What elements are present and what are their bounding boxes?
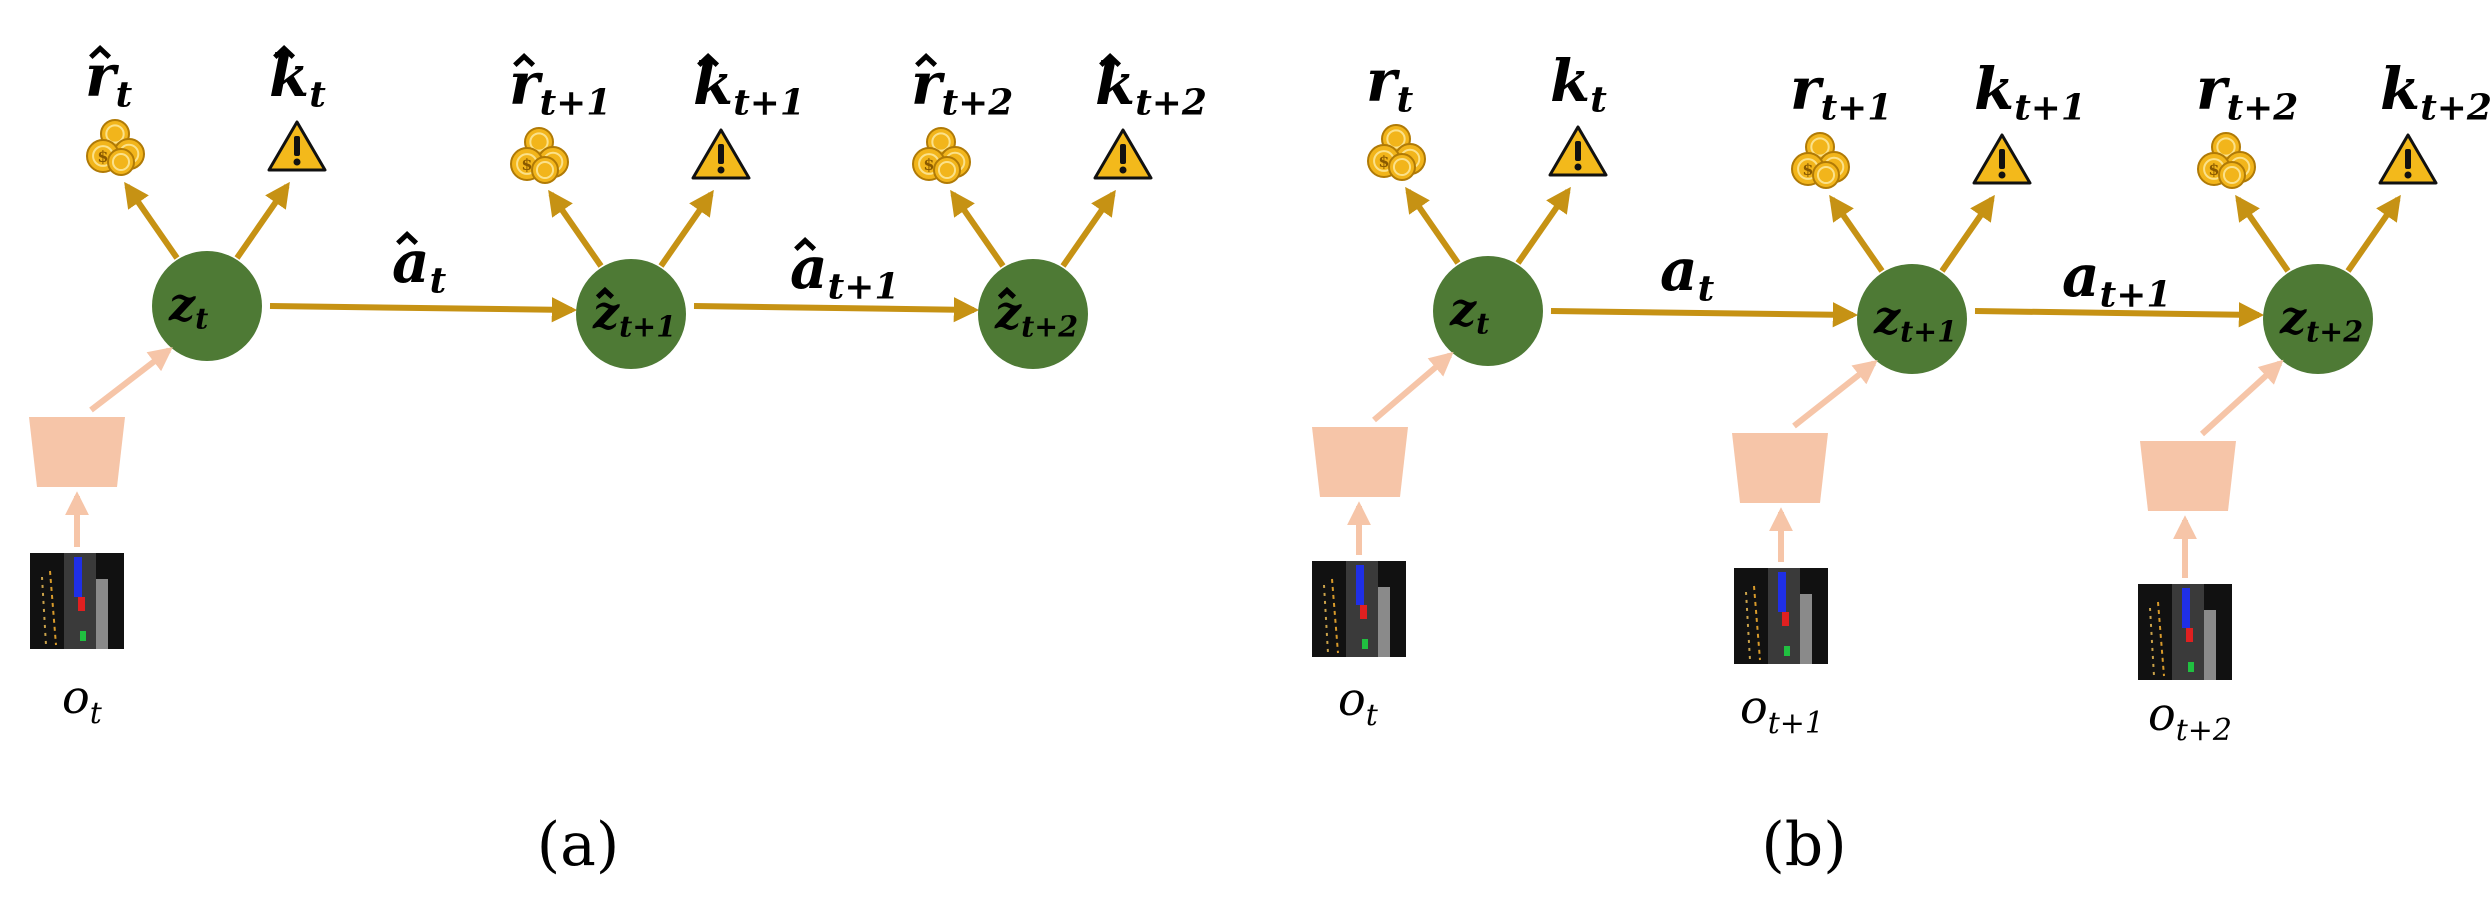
svg-text:$: $ — [521, 155, 532, 174]
observation-label-1-2: ot+2 — [2148, 687, 2232, 748]
latent-node-0-2 — [978, 259, 1088, 369]
panel-caption-1: (b) — [1761, 810, 1846, 880]
svg-text:at+1: at+1 — [2062, 242, 2171, 315]
warning-triangle-icon-1-0 — [1548, 125, 1608, 177]
svg-text:kt+1: kt+1 — [1974, 55, 2086, 128]
svg-text:$: $ — [1378, 152, 1389, 171]
transition-arrow-1-0 — [1550, 302, 1859, 328]
reward-arrow-1-1 — [1829, 194, 1885, 273]
reward-label-0-1: rt+1 — [509, 50, 611, 123]
observation-label-1-0: ot — [1338, 672, 1379, 733]
latent-label-1-2: zt+2 — [2279, 290, 2363, 348]
coin-stack-icon-0-0: $ — [86, 119, 145, 176]
cost-label-1-0: kt — [1550, 47, 1607, 120]
warning-triangle-icon-0-1 — [691, 128, 751, 180]
latent-node-0-1 — [576, 259, 686, 369]
svg-text:at: at — [1660, 236, 1715, 309]
svg-text:zt+2: zt+2 — [2279, 290, 2363, 348]
cost-arrow-0-2 — [1060, 189, 1116, 268]
action-label-1-1: at+1 — [2062, 242, 2171, 315]
encoder-1-0 — [1312, 427, 1408, 497]
cost-arrow-0-0 — [234, 181, 290, 260]
reward-label-1-0: rt — [1366, 47, 1414, 120]
warning-triangle-icon-1-1 — [1972, 133, 2032, 185]
transition-arrow-0-0 — [269, 297, 578, 323]
panel-caption-0: (a) — [537, 810, 620, 880]
latent-node-1-1 — [1857, 264, 1967, 374]
encode-arrow-1-0 — [1372, 351, 1454, 423]
svg-text:$: $ — [923, 155, 934, 174]
svg-text:at+1: at+1 — [790, 234, 899, 307]
latent-label-0-0: zt — [168, 277, 208, 335]
observation-label-1-1: ot+1 — [1740, 680, 1824, 741]
svg-text:rt+2: rt+2 — [2196, 55, 2298, 128]
coin-stack-icon-1-2: $ — [2197, 132, 2256, 189]
cost-label-1-2: kt+2 — [2380, 55, 2490, 128]
latent-node-1-0 — [1433, 256, 1543, 366]
observation-image-0-0 — [30, 553, 124, 649]
latent-label-1-1: zt+1 — [1873, 290, 1957, 348]
action-label-0-0: at — [392, 228, 447, 301]
cost-arrow-1-1 — [1939, 194, 1995, 273]
cost-arrow-1-2 — [2345, 194, 2401, 273]
reward-label-1-1: rt+1 — [1790, 55, 1892, 128]
reward-arrow-0-0 — [124, 181, 180, 260]
latent-label-0-1: zt+1 — [592, 285, 676, 343]
warning-triangle-icon-1-2 — [2378, 133, 2438, 185]
coin-stack-icon-0-2: $ — [912, 127, 971, 184]
cost-label-1-1: kt+1 — [1974, 55, 2086, 128]
svg-text:$: $ — [97, 147, 108, 166]
reward-arrow-0-2 — [950, 189, 1006, 268]
transition-arrow-1-1 — [1974, 302, 2265, 328]
cost-label-0-1: kt+1 — [693, 50, 805, 123]
reward-arrow-1-0 — [1405, 186, 1461, 265]
svg-text:kt+2: kt+2 — [2380, 55, 2490, 128]
coin-stack-icon-1-0: $ — [1367, 124, 1426, 181]
action-label-1-0: at — [1660, 236, 1715, 309]
encode-arrow-1-2 — [2199, 359, 2284, 437]
encoder-0-0 — [29, 417, 125, 487]
latent-label-1-0: zt — [1449, 282, 1489, 340]
observation-image-1-2 — [2138, 584, 2232, 680]
reward-label-0-0: rt — [85, 42, 133, 115]
reward-label-1-2: rt+2 — [2196, 55, 2298, 128]
svg-text:rt+1: rt+1 — [1790, 55, 1892, 128]
coin-stack-icon-0-1: $ — [510, 127, 569, 184]
svg-text:rt+2: rt+2 — [911, 50, 1013, 123]
encode-arrow-0-0 — [89, 347, 173, 413]
reward-label-0-2: rt+2 — [911, 50, 1013, 123]
reward-arrow-0-1 — [548, 189, 604, 268]
action-label-0-1: at+1 — [790, 234, 899, 307]
cost-label-0-2: kt+2 — [1095, 50, 1207, 123]
cost-arrow-0-1 — [658, 189, 714, 268]
svg-text:zt: zt — [168, 277, 208, 335]
encoder-1-1 — [1732, 433, 1828, 503]
observation-image-1-1 — [1734, 568, 1828, 664]
latent-label-0-2: zt+2 — [994, 285, 1078, 343]
svg-text:$: $ — [2208, 160, 2219, 179]
latent-node-0-0 — [152, 251, 262, 361]
svg-text:zt+2: zt+2 — [994, 285, 1078, 343]
svg-text:$: $ — [1802, 160, 1813, 179]
cost-label-0-0: kt — [269, 42, 326, 115]
warning-triangle-icon-0-0 — [267, 120, 327, 172]
transition-arrow-0-1 — [693, 297, 980, 323]
svg-text:zt+1: zt+1 — [1873, 290, 1957, 348]
warning-triangle-icon-0-2 — [1093, 128, 1153, 180]
reward-arrow-1-2 — [2235, 194, 2291, 273]
svg-text:rt+1: rt+1 — [509, 50, 611, 123]
observation-label-0-0: ot — [62, 670, 103, 731]
cost-arrow-1-0 — [1515, 186, 1571, 265]
coin-stack-icon-1-1: $ — [1791, 132, 1850, 189]
encode-arrow-1-1 — [1792, 360, 1878, 429]
latent-node-1-2 — [2263, 264, 2373, 374]
observation-image-1-0 — [1312, 561, 1406, 657]
svg-text:rt: rt — [1366, 47, 1414, 120]
encoder-1-2 — [2140, 441, 2236, 511]
svg-text:kt: kt — [1550, 47, 1607, 120]
svg-text:zt: zt — [1449, 282, 1489, 340]
